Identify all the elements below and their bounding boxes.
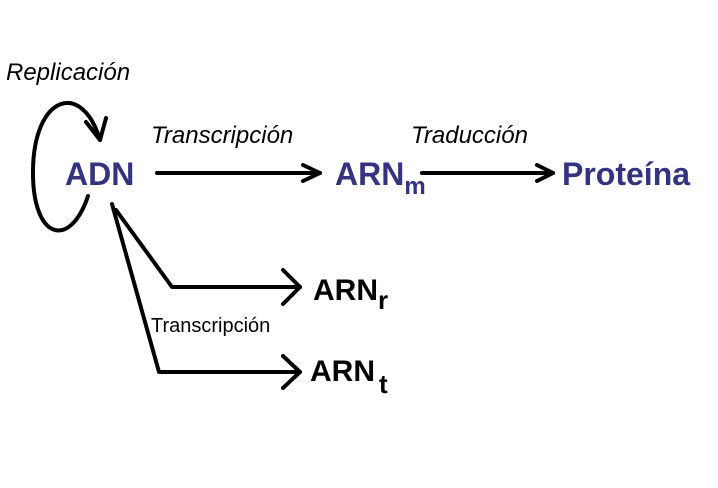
replication-loop-arrow xyxy=(30,101,108,233)
translation-arrow xyxy=(420,163,555,183)
transcription-arrow-arnt xyxy=(110,202,302,390)
transcription-label-top: Transcripción xyxy=(151,122,293,149)
node-arnm-subscript: m xyxy=(404,173,425,200)
node-arnt-subscript: t xyxy=(379,369,388,399)
node-arnr: ARNr xyxy=(313,274,388,315)
transcription-arrow-arnr xyxy=(114,208,302,306)
node-arnr-main: ARN xyxy=(313,274,378,307)
replication-label: Replicación xyxy=(6,59,130,86)
node-arnt-main: ARN xyxy=(310,355,375,388)
node-arnm-main: ARN xyxy=(335,156,404,192)
node-adn: ADN xyxy=(65,156,134,192)
node-arnm: ARNm xyxy=(335,156,426,200)
transcription-label-bottom: Transcripción xyxy=(151,315,270,337)
node-arnr-subscript: r xyxy=(378,285,388,315)
translation-label: Traducción xyxy=(411,122,528,149)
node-protein: Proteína xyxy=(562,156,690,192)
transcription-arrow-main xyxy=(155,163,322,183)
